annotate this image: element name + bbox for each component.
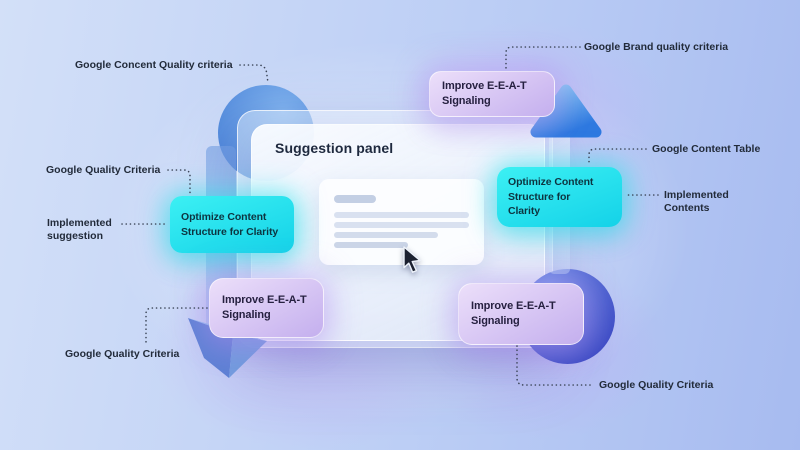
- callout-label-top-left: Google Concent Quality criteria: [75, 59, 233, 71]
- cursor-icon: [403, 246, 421, 273]
- suggestion-chip-improve-eeat-bottom-right[interactable]: Improve E-E-A-T Signaling: [458, 283, 584, 345]
- document-preview-card: [319, 179, 484, 265]
- panel-title: Suggestion panel: [275, 140, 394, 156]
- callout-label-mid-right-upper: Google Content Table: [652, 143, 761, 155]
- chip-label-line: Optimize Content: [508, 176, 594, 189]
- chip-label-line: Structure for: [508, 190, 571, 203]
- connector-top-left: [239, 64, 269, 84]
- suggestion-chip-optimize-right[interactable]: Optimize Content Structure for Clarity: [497, 167, 622, 227]
- skeleton-line: [334, 232, 438, 238]
- chip-label-line: Signaling: [222, 309, 271, 321]
- connector-mid-right-upper: [588, 148, 647, 166]
- chip-label-line: Improve E-E-A-T: [471, 299, 556, 312]
- callout-label-mid-left-upper: Google Quality Criteria: [46, 164, 161, 176]
- skeleton-pill: [334, 195, 376, 203]
- connector-top-right: [505, 46, 581, 70]
- chip-label-line: Signaling: [442, 95, 491, 107]
- chip-label-line: Signaling: [471, 315, 520, 327]
- connector-mid-left-upper: [167, 169, 191, 194]
- chip-label-line: Improve E-E-A-T: [442, 79, 527, 92]
- chip-label-line: Optimize Content: [181, 211, 267, 224]
- callout-label-bottom-left: Google Quality Criteria: [65, 348, 180, 360]
- chip-label-line: Improve E-E-A-T: [222, 293, 307, 306]
- callout-label-mid-left-lower: Implemented suggestion: [47, 217, 112, 243]
- suggestion-chip-optimize-left[interactable]: Optimize Content Structure for Clarity: [170, 196, 294, 253]
- callout-label-bottom-right: Google Quality Criteria: [599, 379, 714, 391]
- skeleton-line: [334, 242, 408, 248]
- callout-label-top-right: Google Brand quality criteria: [584, 41, 729, 53]
- chip-label-line: Clarity: [508, 205, 540, 218]
- skeleton-line: [334, 222, 469, 228]
- connector-bottom-left: [145, 307, 208, 343]
- suggestion-chip-improve-eeat-bottom-left[interactable]: Improve E-E-A-T Signaling: [209, 278, 324, 338]
- chip-label-line: Structure for Clarity: [181, 225, 279, 238]
- suggestion-chip-improve-eeat-top[interactable]: Improve E-E-A-T Signaling: [429, 71, 555, 117]
- callout-label-mid-right-lower: Implemented Contents: [664, 189, 729, 215]
- skeleton-line: [334, 212, 469, 218]
